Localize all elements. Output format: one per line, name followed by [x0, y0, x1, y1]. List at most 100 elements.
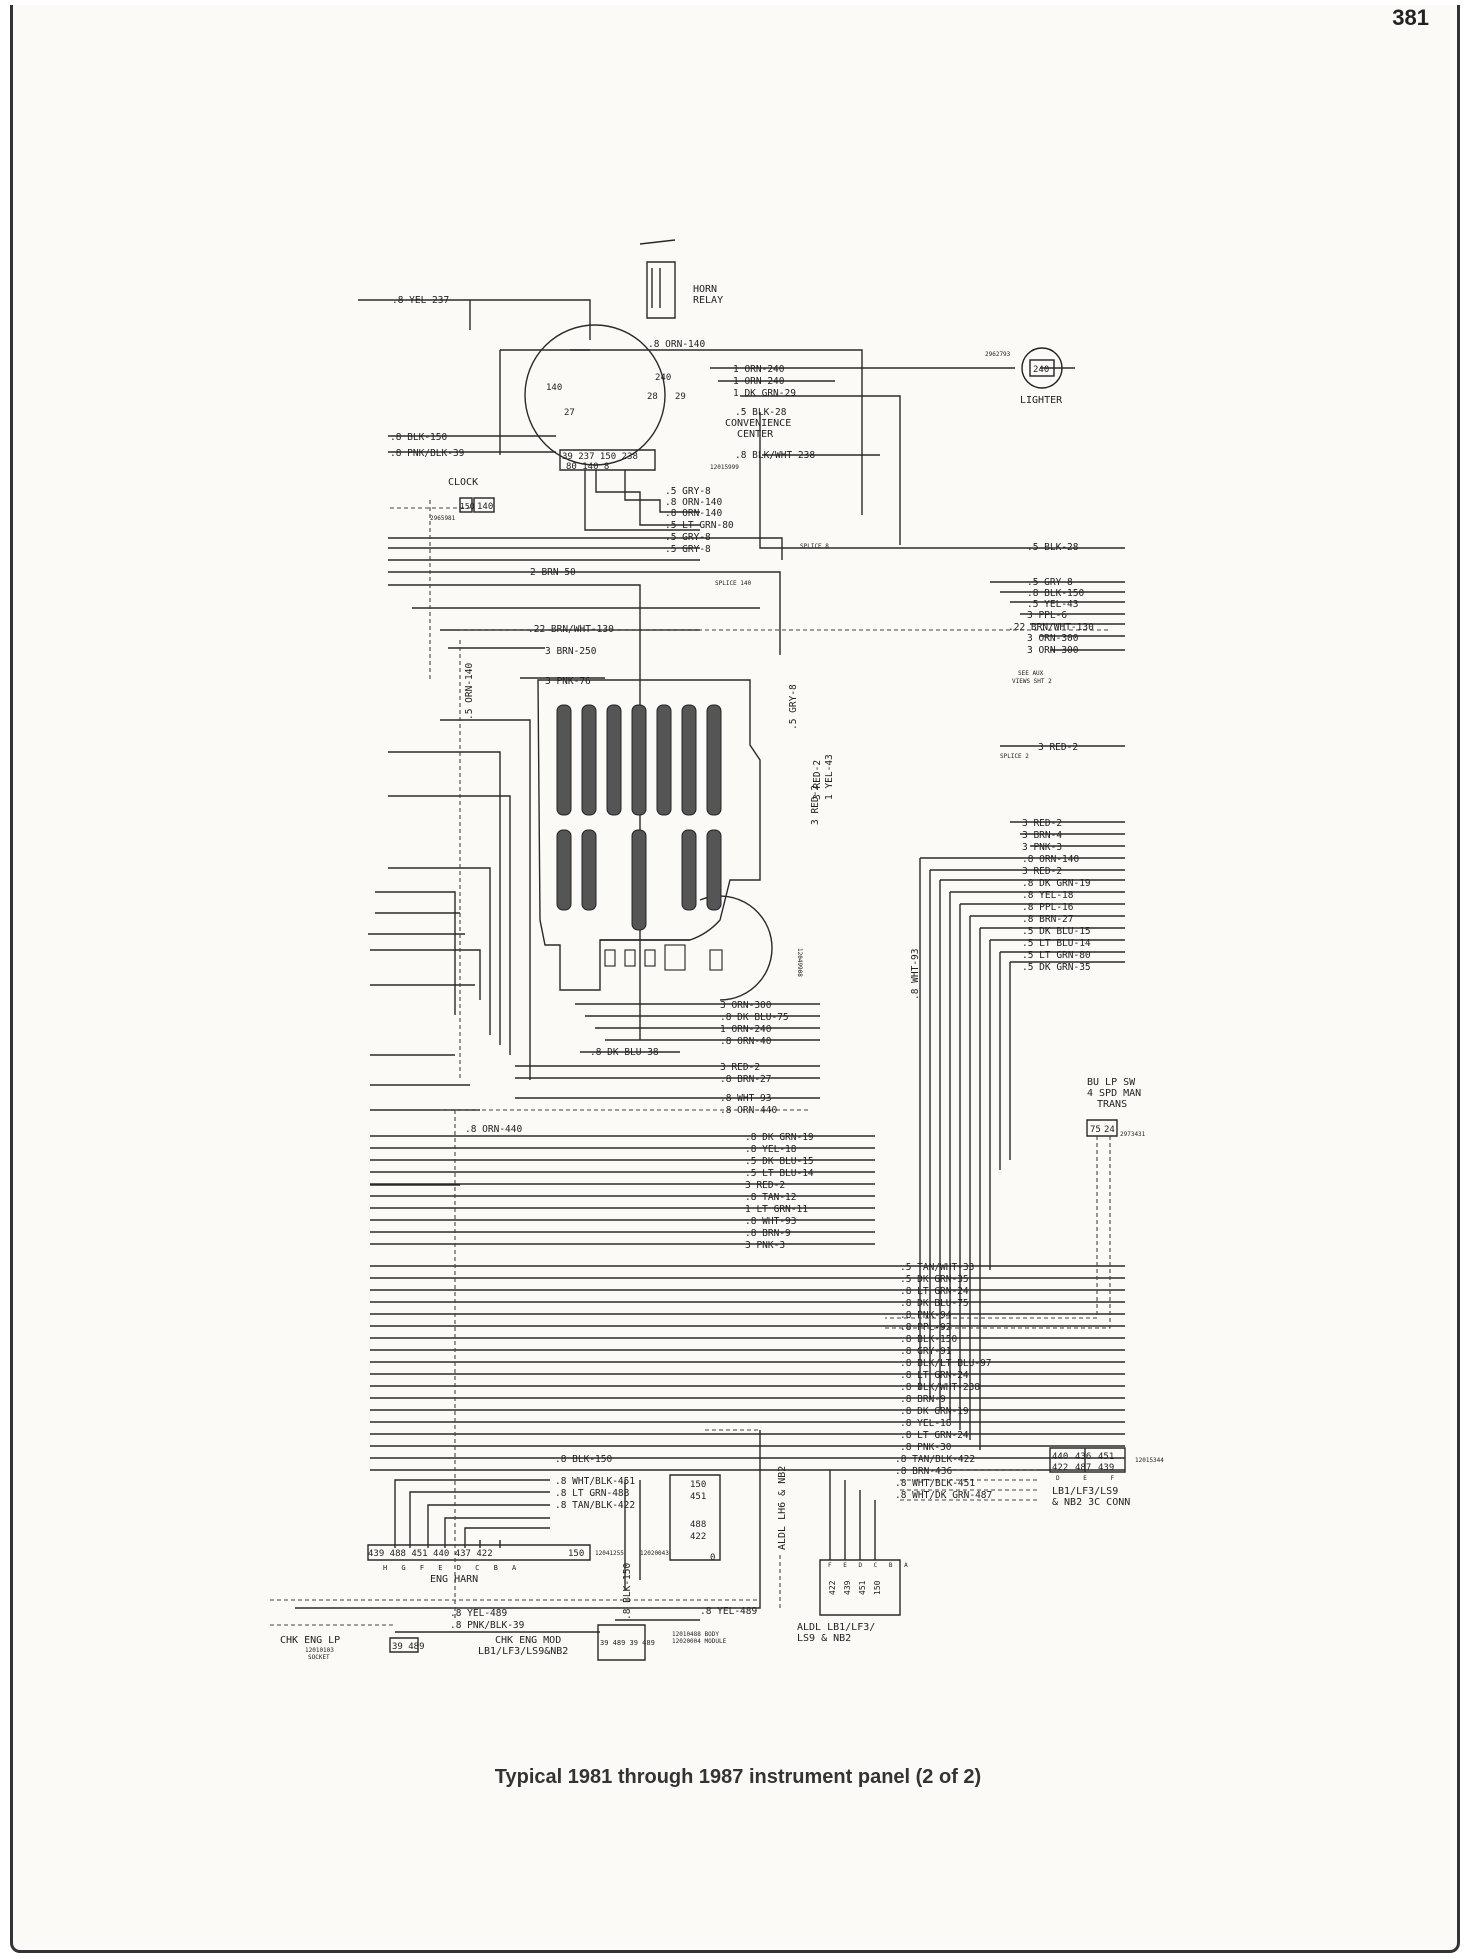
wire-label: .8 WHT/BLK-451 [555, 1476, 635, 1487]
wire-label: .8 PNK-94 [900, 1310, 952, 1321]
horn-relay-label: RELAY [693, 295, 723, 306]
wire-label: .8 WHT/BLK-451 [895, 1478, 975, 1489]
wire-label: .5 GRY-8 [665, 486, 711, 497]
wire-label: .8 YEL-489 [450, 1608, 507, 1619]
wire-label: .8 ORN-140 [665, 497, 722, 508]
wire-label: .5 BLK-28 [1027, 542, 1079, 553]
wire-label: 3 PNK-76 [545, 676, 591, 687]
wire-label: .8 TAN/BLK-422 [555, 1500, 635, 1511]
connector-pin: 150 [873, 1580, 882, 1595]
wire-label: .5 BLK-28 [735, 407, 787, 418]
wire-label: .8 YEL-237 [392, 295, 449, 306]
wire-label: .22 BRN/WHT-130 [528, 624, 614, 635]
part-number: 2965981 [430, 515, 456, 522]
wire-label: .5 GRY-8 [1027, 577, 1073, 588]
wire-label: .8 ORN-140 [1022, 854, 1079, 865]
wire-label: .8 PPL-92 [900, 1322, 951, 1333]
connector-pins: 80 140 8 [566, 462, 609, 472]
wire-label: 1 ORN-240 [733, 376, 785, 387]
wire-label: .8 BLK-150 [1027, 588, 1084, 599]
wire-label: 3 RED-2 [745, 1180, 785, 1191]
part-number: 12041255 [595, 1550, 624, 1557]
wire-label: .8 WHT-93 [720, 1093, 771, 1104]
diagram-caption: Typical 1981 through 1987 instrument pan… [494, 1766, 982, 1788]
connector-pin: 24 [1104, 1125, 1115, 1135]
bu-lp-sw-label: 4 SPD MAN [1087, 1088, 1141, 1099]
wire-label: .8 DK GRN-19 [745, 1132, 814, 1143]
wire-label: 1 YEL-43 [824, 754, 835, 800]
see-aux-note: SEE AUX [1018, 670, 1044, 677]
wire-label: 3 RED-2 [720, 1062, 760, 1073]
connector-pin: 422 [828, 1580, 837, 1595]
part-number: 12010488 BODY [672, 1631, 719, 1638]
wire-label: .5 DK GRN-35 [900, 1274, 969, 1285]
wire-label: .8 BLK/WHT-238 [900, 1382, 980, 1393]
wire-label: .8 BRN-9 [900, 1394, 946, 1405]
lighter-label: LIGHTER [1020, 395, 1063, 406]
part-number: 12020004 MODULE [672, 1638, 727, 1645]
wire-label: .8 TAN-12 [745, 1192, 796, 1203]
splice-label: SPLICE 8 [800, 543, 829, 550]
wire-label: 3 RED-2 [1022, 818, 1062, 829]
connector-pins: 439 488 451 440 437 422 [368, 1549, 493, 1559]
aldl-lh6-label: ALDL LH6 & NB2 [777, 1466, 788, 1550]
connector-pin: 422 [690, 1532, 706, 1542]
wire-label: 3 RED-2 [1038, 742, 1078, 753]
wire-label: .5 LT GRN-80 [665, 520, 734, 531]
wire-label: 1 ORN-240 [733, 364, 785, 375]
wire-label: .8 ORN-140 [665, 508, 722, 519]
wire-label: .8 BLK-150 [900, 1334, 957, 1345]
wire-label: 1 DK GRN-29 [733, 388, 796, 399]
wire-label: .8 PNK/BLK-39 [450, 1620, 525, 1631]
part-number: 2973431 [1120, 1131, 1146, 1138]
wire-label: .5 ORN-140 [464, 663, 475, 720]
connector-pin: 27 [564, 408, 575, 418]
connector-pin: 451 [690, 1492, 706, 1502]
schematic-page: 381 [10, 5, 1460, 1953]
pin-letters: H G F E D C B A [383, 1564, 521, 1572]
wire-label: .22 BRN/WHT-130 [1008, 622, 1094, 633]
wire-label: .5 DK BLU-15 [745, 1156, 814, 1167]
connector-pins: 39 489 39 489 [600, 1639, 655, 1647]
wire-label: .8 DK GRN-19 [1022, 878, 1091, 889]
wire-label: .8 YEL-18 [1022, 890, 1074, 901]
wire-label: .8 BRN-9 [745, 1228, 791, 1239]
wire-label: .8 BRN-436 [895, 1466, 952, 1477]
wire-label: 3 RED-2 [1022, 866, 1062, 877]
wire-label: 3 PNK-3 [745, 1240, 785, 1251]
bu-lp-sw-label: BU LP SW [1087, 1077, 1136, 1088]
wire-label: .5 TAN/WHT-33 [900, 1262, 974, 1273]
convenience-center-label: CONVENIENCE [725, 418, 791, 429]
wire-label: .5 LT BLU-14 [745, 1168, 814, 1179]
wire-label: 3 ORN-300 [720, 1000, 772, 1011]
connector-pin: 150 [568, 1549, 584, 1559]
conn-3c-label: & NB2 3C CONN [1052, 1497, 1130, 1508]
pin-letters: D E F [1056, 1475, 1124, 1482]
wire-label: .8 ORN-40 [720, 1036, 772, 1047]
aldl-lb1-label: ALDL LB1/LF3/ [797, 1622, 875, 1633]
wire-label: .8 GRY-91 [900, 1346, 952, 1357]
part-number: SOCKET [308, 1654, 330, 1661]
connector-pin: 140 [477, 502, 493, 512]
connector-pin: 75 [1090, 1125, 1101, 1135]
wire-label: .5 DK GRN-35 [1022, 962, 1091, 973]
wire-label: .8 LT GRN-488 [555, 1488, 630, 1499]
wire-label: .5 YEL-43 [1027, 599, 1078, 610]
pin-letters: F E D C B A [828, 1562, 912, 1569]
wire-label: .5 GRY-8 [665, 544, 711, 555]
wire-label: .8 ORN-440 [720, 1105, 777, 1116]
wire-label: .8 BLK/WHT-238 [735, 450, 815, 461]
wire-label: 3 ORN-300 [1027, 633, 1079, 644]
fuse-block [556, 704, 722, 931]
horn-relay-label: HORN [693, 284, 717, 295]
wire-label: .8 LT GRN-24 [900, 1286, 969, 1297]
chk-eng-mod-label: CHK ENG MOD [495, 1635, 561, 1646]
wire-label: .8 DK BLU-75 [720, 1012, 789, 1023]
wire-label: .8 BLK-150 [555, 1454, 612, 1465]
wire-label: .8 DK BLU-38 [590, 1047, 659, 1058]
wire-label: .8 DK BLU-75 [900, 1298, 969, 1309]
wire-label: .8 DK GRN-19 [900, 1406, 969, 1417]
wire-label: .8 WHT-93 [745, 1216, 796, 1227]
wire-label: .5 GRY-8 [788, 684, 799, 730]
